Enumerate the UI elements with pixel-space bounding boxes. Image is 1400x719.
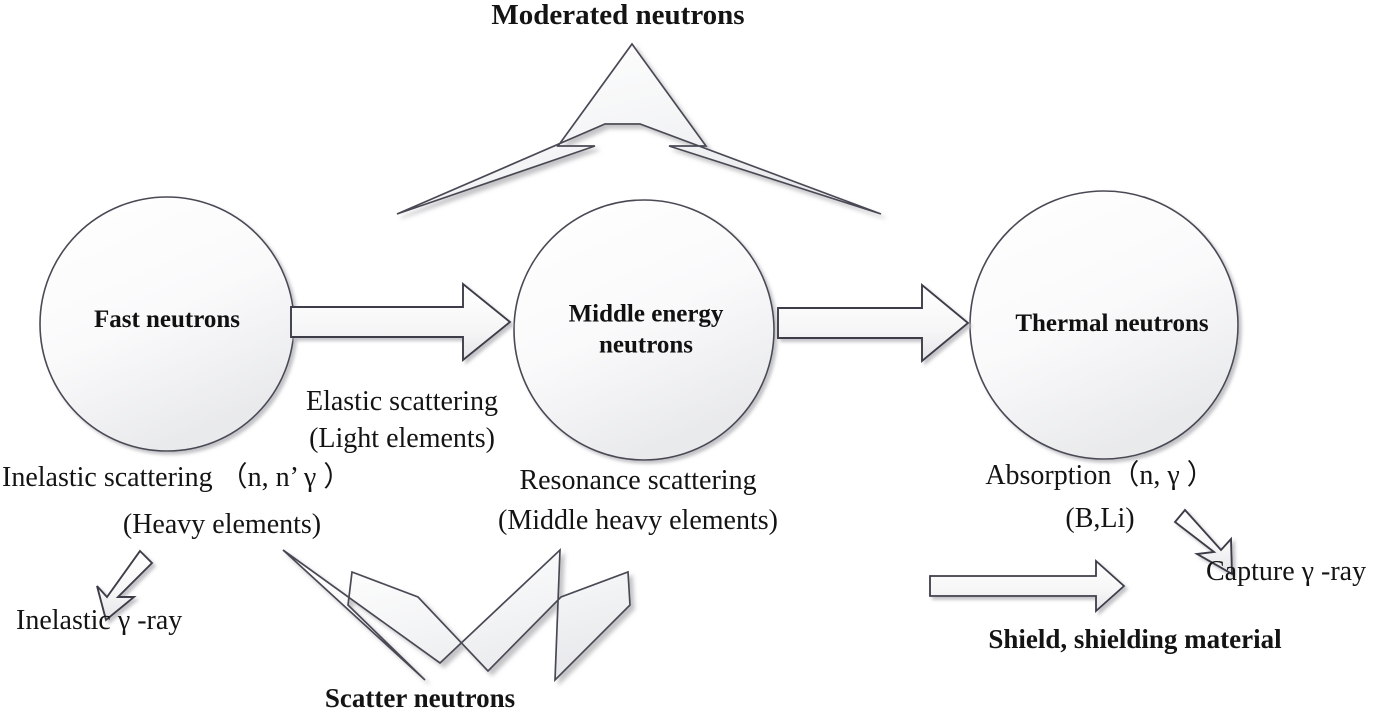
label-resonance-scattering-line1: Resonance scattering: [519, 465, 757, 496]
moderated-neutrons-arrow: [396, 42, 882, 215]
node-label-middle-energy-neutrons: Middle energy neutrons: [568, 300, 724, 359]
output-label-scatter-neutrons: Scatter neutrons: [324, 683, 516, 713]
label-elastic-scattering-line1: Elastic scattering: [305, 386, 499, 417]
elastic-scattering-arrow: [290, 282, 512, 362]
label-resonance-scattering-line2: (Middle heavy elements): [498, 505, 778, 536]
node-label-fast-neutrons: Fast neutrons: [93, 305, 241, 333]
node-middle-energy-neutrons: [513, 199, 775, 461]
label-absorption-line2: (B,Li): [1065, 503, 1135, 534]
node-thermal-neutrons: [969, 190, 1239, 460]
node-label-thermal-neutrons: Thermal neutrons: [1015, 309, 1209, 337]
shield-arrow: [929, 558, 1126, 614]
output-label-shield-material: Shield, shielding material: [988, 624, 1282, 654]
label-absorption-line1: Absorption（n, γ ）: [985, 460, 1215, 491]
resonance-to-thermal-arrow: [777, 282, 970, 364]
label-elastic-scattering-line2: (Light elements): [309, 423, 495, 454]
output-label-capture-gamma-ray: Capture γ -ray: [1206, 556, 1367, 587]
label-inelastic-scattering-line2: (Heavy elements): [122, 509, 322, 540]
scatter-neutrons-arrow: [282, 547, 631, 683]
capture-gamma-arrow: [1173, 508, 1233, 576]
inelastic-gamma-arrow: [96, 549, 154, 622]
label-inelastic-scattering-line1: Inelastic scattering （n, n’ γ ）: [2, 462, 352, 493]
page-title-moderated-neutrons: Moderated neutrons: [491, 0, 745, 31]
output-label-inelastic-gamma-ray: Inelastic γ -ray: [16, 605, 183, 636]
